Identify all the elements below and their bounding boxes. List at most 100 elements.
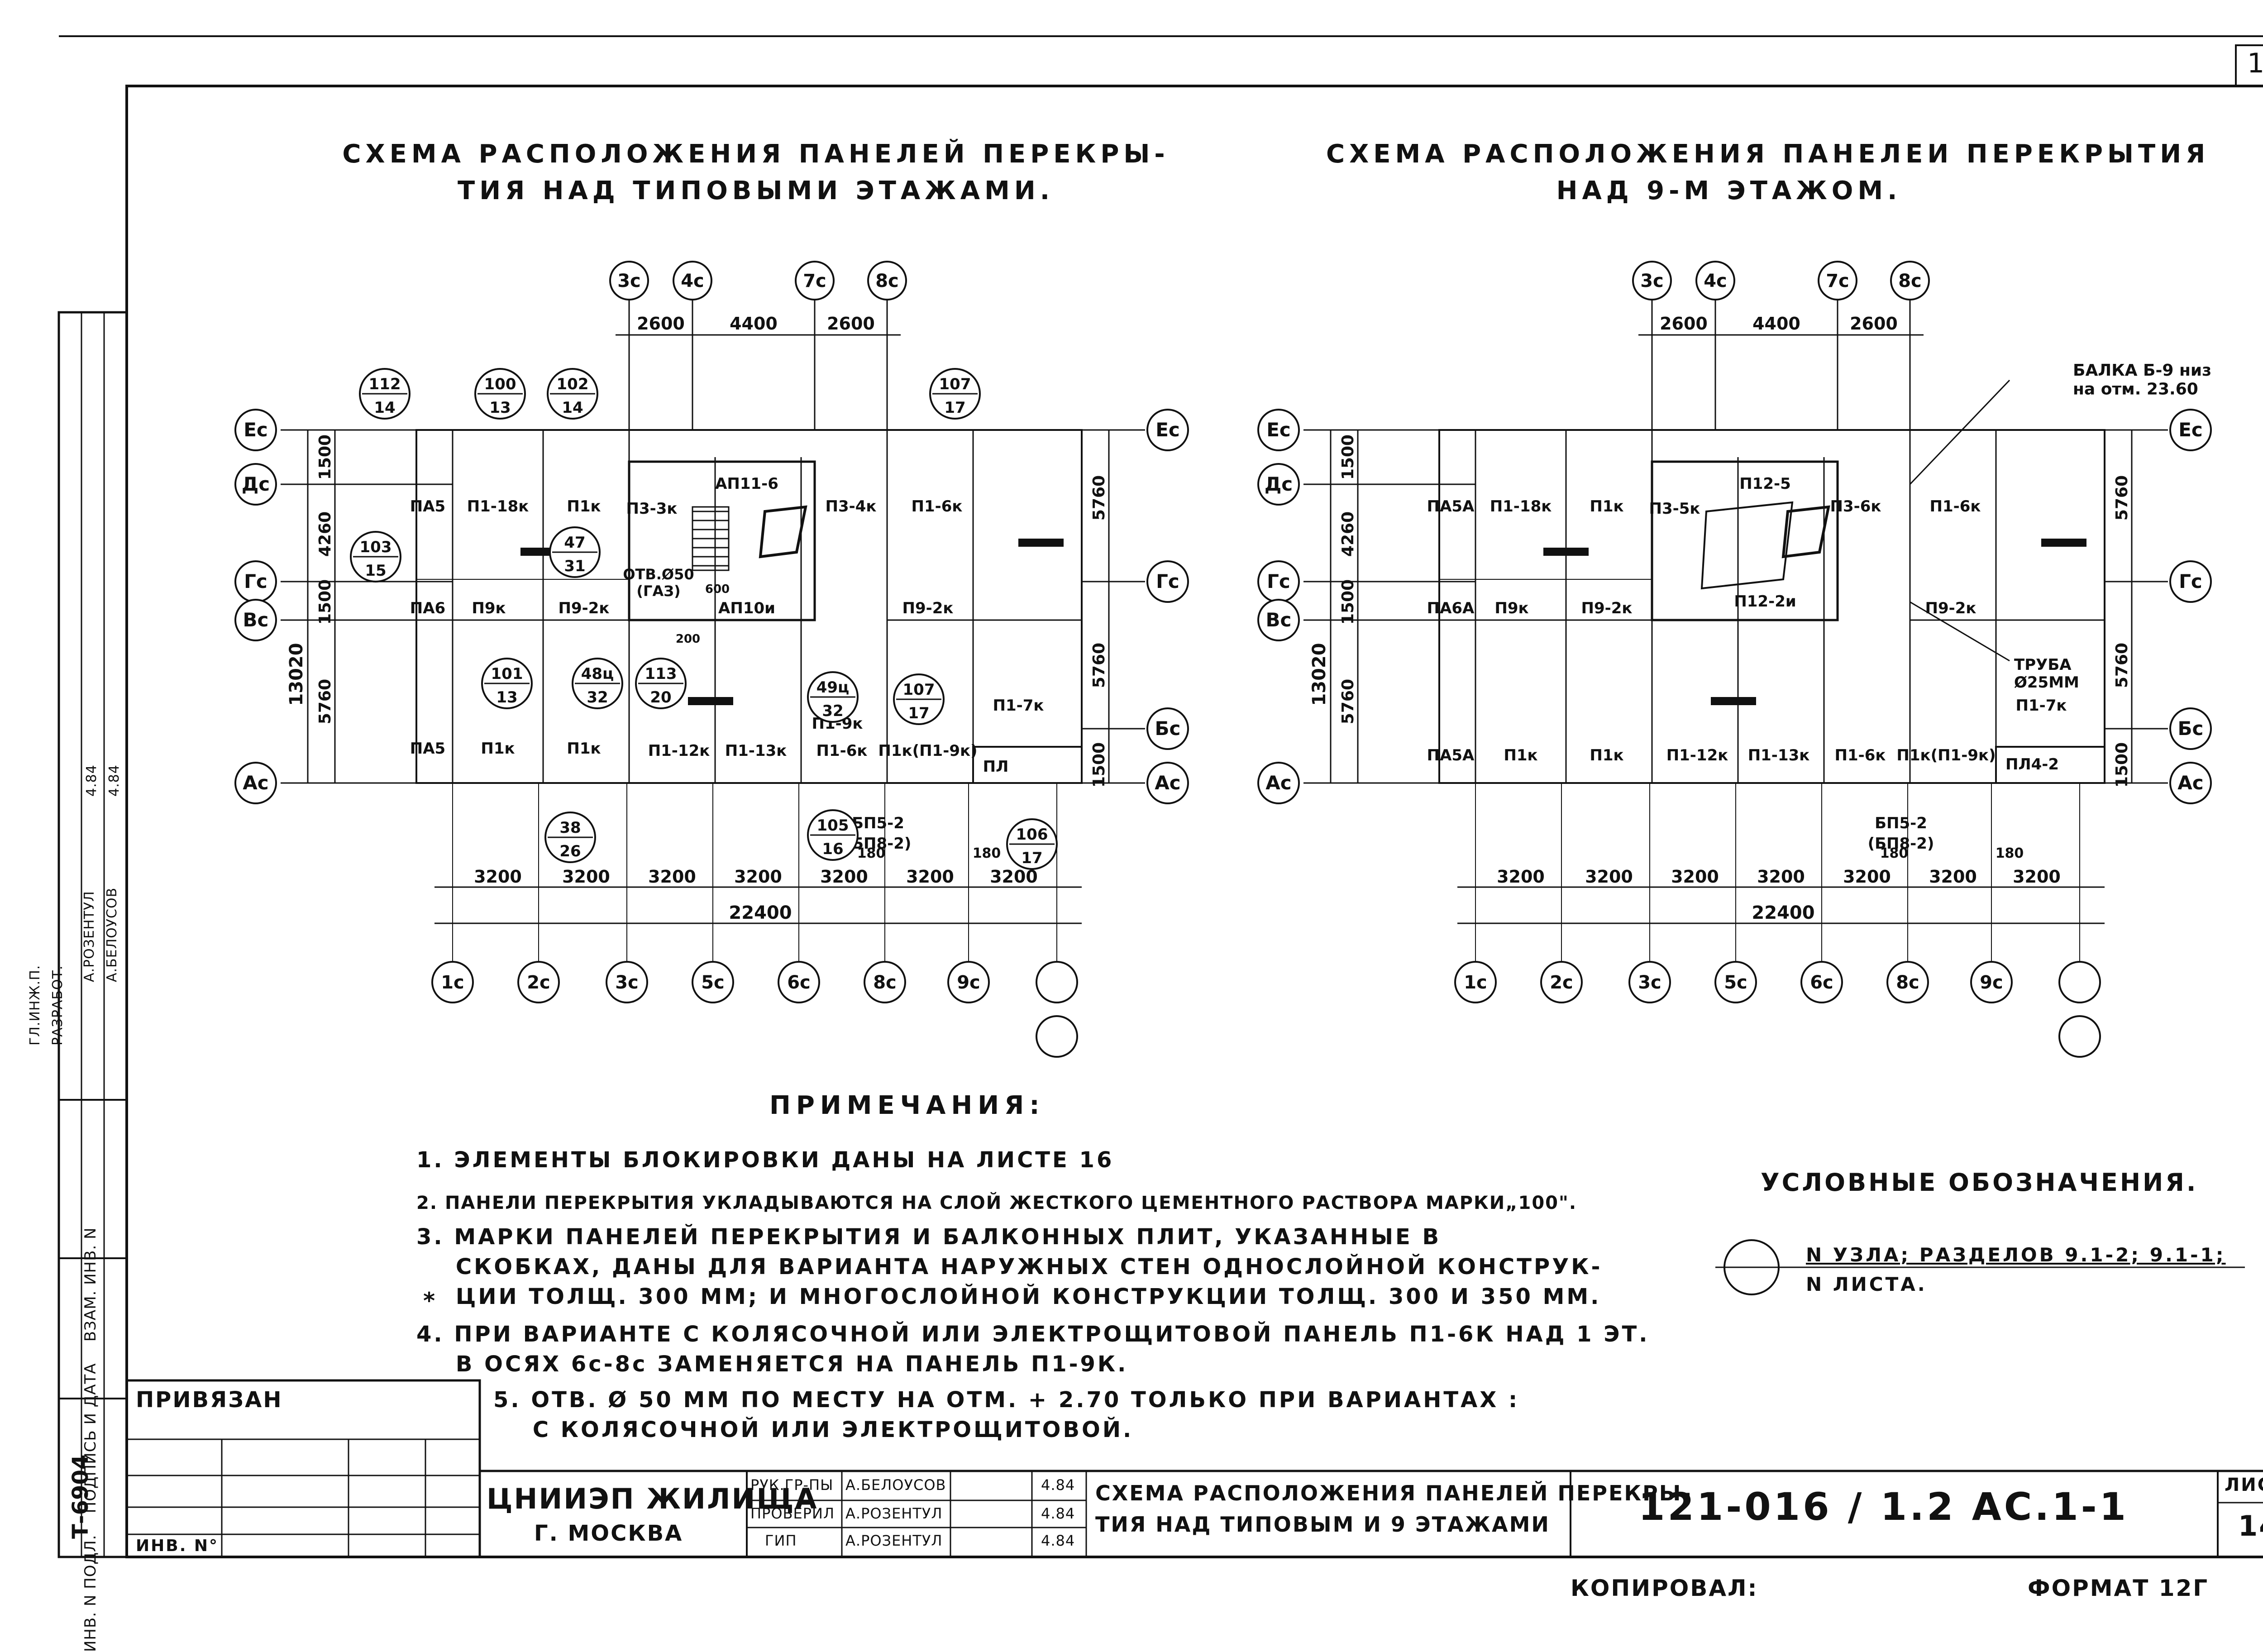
notes-heading: ПРИМЕЧАНИЯ:	[769, 1091, 1045, 1120]
bottom-dim-value: 3200	[906, 867, 954, 887]
panel-label: ПА5	[410, 497, 445, 516]
node-callout-sheet: 17	[1021, 849, 1042, 867]
node-callout-number: 100	[484, 375, 516, 393]
bottom-axis-bubble	[606, 961, 648, 1003]
row-axis-bubble	[234, 762, 277, 804]
total-height: 13020	[1309, 643, 1330, 706]
small-dim-value: 180	[973, 845, 1001, 861]
row-axis-label: Аc	[1265, 772, 1291, 794]
panel-label: П3-5к	[1649, 500, 1700, 518]
node-callout-number: 102	[557, 375, 589, 393]
bottom-axis-bubble	[778, 961, 820, 1003]
right-axis-bubble	[2169, 762, 2212, 804]
left-dim-value: 1500	[1339, 579, 1357, 625]
right-axis-bubble	[1146, 409, 1189, 451]
side-name-1: А.РОЗЕНТУЛ	[81, 891, 97, 982]
note-5: 5. ОТВ. Ø 50 ММ ПО МЕСТУ НА ОТМ. + 2.70 …	[493, 1387, 1520, 1442]
bottom-axis-label: 3c	[1638, 972, 1661, 993]
panel-label: БП5-2	[1875, 814, 1927, 832]
bottom-axis-label: 5c	[701, 972, 725, 993]
row-axis-bubble	[1257, 762, 1300, 804]
row-axis-label: Дc	[242, 473, 270, 495]
node-callout-number: 48ц	[581, 665, 614, 683]
node-callout-sheet: 31	[564, 557, 585, 575]
shaft-opening-2	[1700, 501, 1794, 590]
total-height: 13020	[286, 643, 307, 706]
node-callout-sheet: 32	[822, 702, 843, 720]
shaft-opening	[759, 505, 807, 559]
row-axis-bubble	[234, 409, 277, 451]
bottom-dim-value: 3200	[1671, 867, 1719, 887]
balcony-slab	[972, 746, 1083, 784]
bottom-axis-bubble	[431, 961, 474, 1003]
side-label-vzam: ВЗАМ. ИНВ. N	[81, 1227, 100, 1342]
right-dim-value: 5760	[1090, 475, 1108, 520]
note-asterisk: *	[423, 1288, 435, 1314]
panel-label: П1к	[1590, 746, 1623, 764]
hole-label: ОТВ.Ø50(ГАЗ)	[623, 566, 694, 600]
row-axis-bubble	[1257, 409, 1300, 451]
opening-marker	[1711, 697, 1756, 705]
top-axis-label: 7c	[1826, 271, 1849, 291]
tb-name-2: А.РОЗЕНТУЛ	[845, 1505, 943, 1522]
right-dim-value: 1500	[1090, 742, 1108, 788]
bottom-dim-value: 3200	[1757, 867, 1805, 887]
bottom-axis-bubble	[1036, 1015, 1078, 1058]
bottom-axis-label: 1c	[441, 972, 464, 993]
top-dim-value: 4400	[1752, 314, 1800, 334]
left-dim-value: 5760	[1339, 679, 1357, 724]
left-dim-value: 4260	[1339, 511, 1357, 557]
project-code: 121-016 / 1.2 АС.1-1	[1638, 1485, 2129, 1529]
sheet-title: СХЕМА РАСПОЛОЖЕНИЯ ПАНЕЛЕЙ ПЕРЕКРЫ- ТИЯ …	[1095, 1481, 1692, 1537]
core-zone	[1651, 460, 1839, 621]
panel-label: П1-6к	[912, 497, 963, 516]
row-axis-label: Вc	[1266, 609, 1292, 631]
panel-label: ПА5	[410, 740, 445, 758]
row-axis-label: Гc	[1267, 570, 1290, 592]
bottom-axis-bubble	[1628, 961, 1671, 1003]
tb-role-2: ПРОВЕРИЛ	[750, 1505, 835, 1522]
right-dim-value: 5760	[1090, 643, 1108, 688]
top-axis-bubble	[673, 261, 712, 301]
panel-label: АП11-6	[715, 475, 778, 493]
panel-label: ПЛ	[983, 758, 1009, 776]
right-axis-bubble	[2169, 560, 2212, 603]
org-name: ЦНИИЭП ЖИЛИЩА	[487, 1482, 818, 1515]
panel-label: ПА5А	[1427, 746, 1475, 764]
panel-label: (БП8-2)	[1868, 835, 1934, 853]
side-role-1: ГЛ.ИНЖ.П.	[27, 964, 43, 1046]
bottom-axis-label: 9c	[1980, 972, 2003, 993]
top-axis-bubble	[1890, 261, 1930, 301]
node-callout-sheet: 32	[587, 688, 608, 707]
panel-label: П1к	[567, 740, 601, 758]
sheet-frame	[57, 35, 2263, 1558]
row-axis-label: Еc	[1266, 419, 1291, 441]
row-axis-label: Еc	[243, 419, 268, 441]
privyazan-label: ПРИВЯЗАН	[136, 1387, 283, 1413]
panel-label: П1-18к	[467, 497, 529, 516]
panel-label: БП5-2	[852, 814, 904, 832]
beam-leader	[1909, 379, 2010, 485]
bottom-axis-label: 6c	[787, 972, 811, 993]
right-dim-value: 5760	[2113, 475, 2131, 520]
bottom-axis-bubble	[947, 961, 990, 1003]
tb-role-3: ГИП	[765, 1532, 797, 1549]
top-dim-value: 2600	[827, 314, 875, 334]
node-callout-number: 38	[559, 819, 581, 837]
total-width: 22400	[1752, 902, 1814, 923]
panel-label: П1к	[567, 497, 601, 516]
bottom-axis-bubble	[692, 961, 734, 1003]
row-axis-bubble	[1257, 599, 1300, 641]
left-dim-value: 5760	[316, 679, 334, 724]
node-callout-number: 107	[939, 375, 971, 393]
right-axis-bubble	[1146, 762, 1189, 804]
core-zone	[628, 460, 816, 621]
bottom-dim-value: 3200	[820, 867, 868, 887]
top-axis-label: 3c	[617, 271, 641, 291]
panel-label: П9-2к	[559, 599, 610, 617]
tb-date-1: 4.84	[1041, 1476, 1075, 1494]
node-callout-number: 105	[817, 816, 849, 835]
node-callout-sheet: 14	[374, 399, 395, 417]
